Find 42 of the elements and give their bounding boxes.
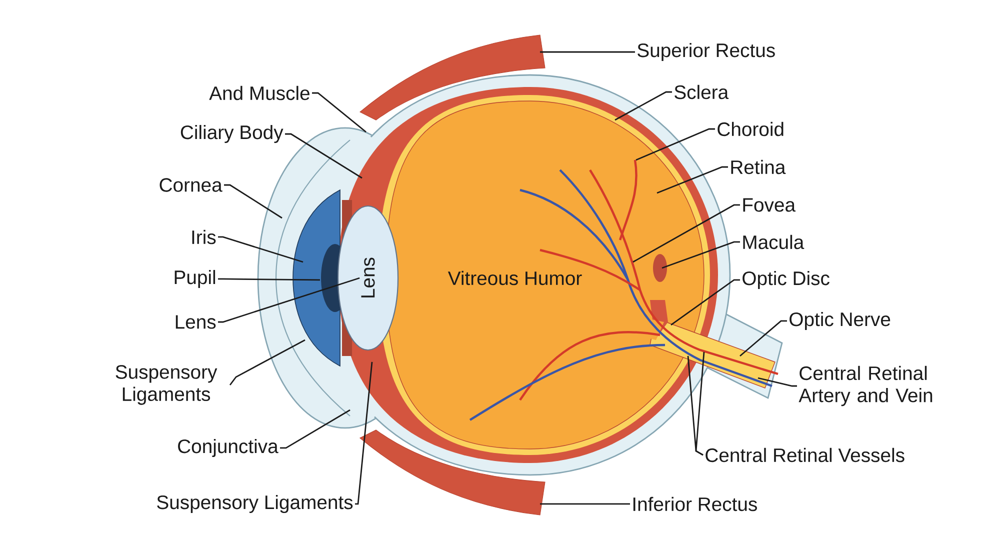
leader-line	[540, 51, 635, 53]
leader-line	[218, 236, 304, 263]
leader-line	[229, 339, 306, 386]
part-label: Retina	[731, 160, 786, 174]
part-label: Lens	[361, 258, 375, 298]
leader-line	[355, 362, 373, 505]
leader-line	[656, 166, 728, 194]
part-label: Sclera	[674, 84, 729, 100]
leader-line	[662, 241, 740, 269]
leader-line	[280, 409, 350, 449]
part-label: Central Retinal Vessels	[706, 448, 904, 462]
part-label: Central Retinal Artery and Vein	[798, 366, 932, 406]
part-label: Fovea	[743, 198, 796, 212]
part-label: Ciliary Body	[180, 124, 284, 144]
part-label: Optic Nerve	[790, 312, 890, 330]
part-label: Conjunctiva	[178, 438, 278, 458]
leader-line	[285, 133, 362, 179]
part-label: Vitreous Humor	[448, 270, 582, 286]
leader-line	[740, 320, 787, 357]
part-label: And Muscle	[209, 86, 310, 100]
part-label: Cornea	[160, 178, 222, 192]
part-label: Lens	[176, 315, 216, 329]
leader-line	[312, 92, 366, 133]
part-label: Optic Disc	[742, 270, 830, 290]
leader-line	[218, 277, 360, 323]
leader-line	[636, 128, 715, 161]
leader-line	[670, 279, 740, 326]
leader-line	[614, 91, 672, 121]
leader-line	[695, 352, 705, 456]
part-label: Suspensory Ligaments	[157, 494, 353, 514]
leader-line	[758, 377, 797, 387]
part-label: Choroid	[718, 122, 784, 136]
part-label: Suspensory Ligaments	[116, 365, 218, 405]
leader-line	[632, 204, 740, 263]
leader-line	[540, 503, 630, 505]
part-label: Iris	[192, 230, 216, 244]
leader-line	[224, 184, 282, 219]
part-label: Inferior Rectus	[633, 496, 757, 512]
part-label: Macula	[743, 234, 804, 250]
part-label: Pupil	[174, 270, 216, 288]
part-label: Superior Rectus	[638, 42, 775, 62]
leader-line	[218, 278, 320, 281]
